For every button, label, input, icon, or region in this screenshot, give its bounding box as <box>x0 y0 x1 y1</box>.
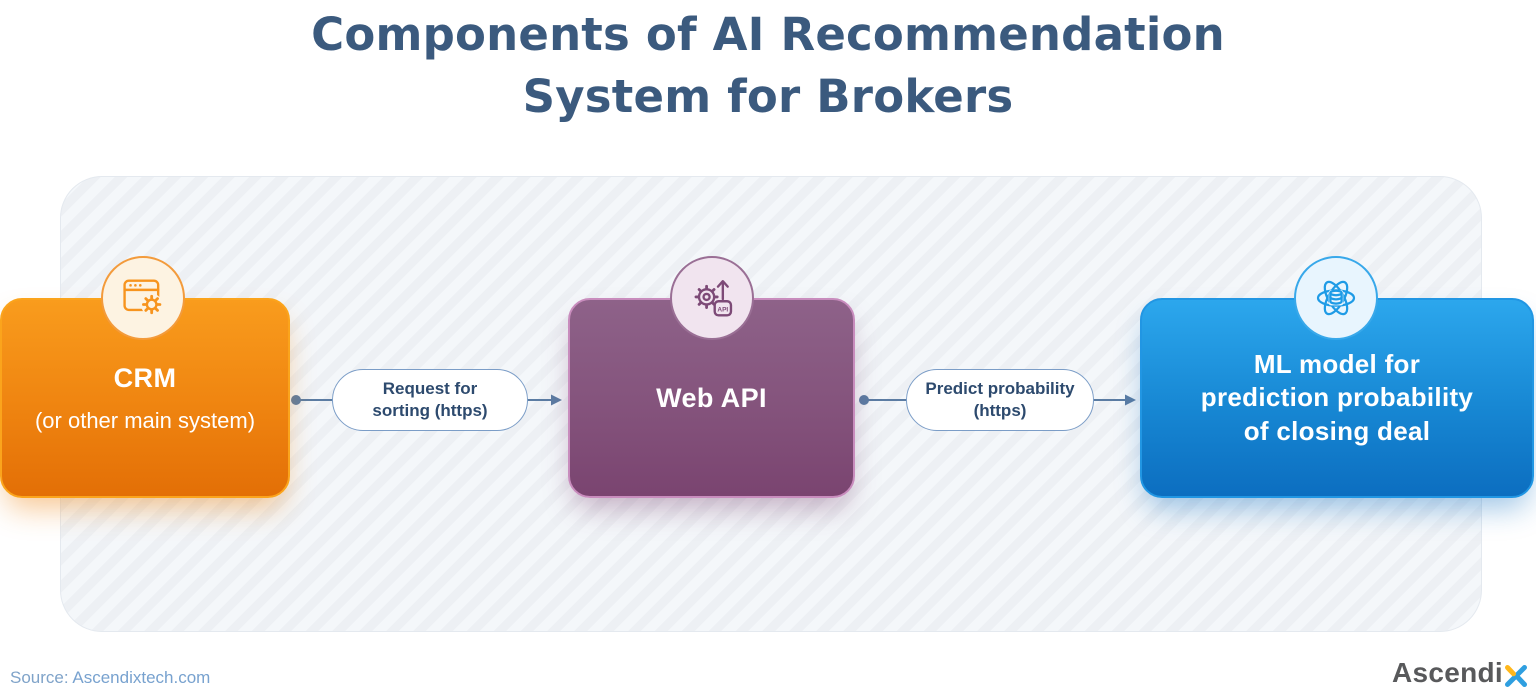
connector-label-line: sorting (https) <box>372 401 488 420</box>
atom-database-icon <box>1294 256 1378 340</box>
gear-upload-api-icon: API <box>670 256 754 340</box>
browser-gear-icon <box>101 256 185 340</box>
connector-dot-webapi <box>859 395 869 405</box>
source-link[interactable]: Ascendixtech.com <box>72 668 211 687</box>
node-ml-line3: of closing deal <box>1243 415 1431 446</box>
node-crm-title: CRM <box>113 362 177 393</box>
node-web-api-title: Web API <box>656 382 767 413</box>
connector-dot-crm <box>291 395 301 405</box>
connector-label-line: (https) <box>973 401 1027 420</box>
page-title: Components of AI Recommendation System f… <box>0 4 1536 128</box>
logo-x-icon <box>1505 664 1527 687</box>
source-label: Source: <box>10 668 69 687</box>
connector-label-line: Request for <box>382 378 478 398</box>
connector-label-request-sorting: Request for sorting (https) <box>332 369 528 431</box>
node-crm-subtitle: (or other main system) <box>34 407 256 433</box>
connector-label-predict-probability: Predict probability (https) <box>906 369 1094 431</box>
node-ml-line2: prediction probability <box>1200 382 1474 413</box>
logo-text: Ascendi <box>1391 657 1503 688</box>
arrow-right-icon <box>1124 393 1137 407</box>
node-ml-line1: ML model for <box>1253 349 1421 380</box>
page-title-line1: Components of AI Recommendation <box>311 8 1225 61</box>
api-badge-label: API <box>717 306 728 313</box>
connector-label-line: Predict probability <box>925 378 1075 398</box>
page-title-line2: System for Brokers <box>522 70 1014 124</box>
source-credit: Source: Ascendixtech.com <box>10 668 210 688</box>
ascendix-logo: Ascendi <box>1392 657 1528 689</box>
node-web-api: Web API <box>568 298 855 498</box>
arrow-right-icon <box>550 393 563 407</box>
